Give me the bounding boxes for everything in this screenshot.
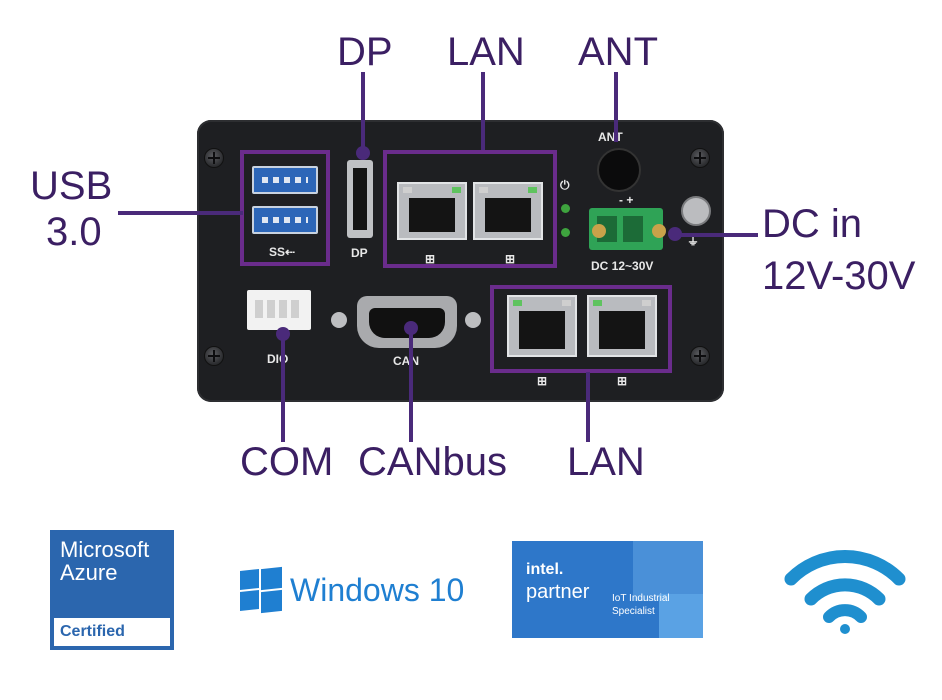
can-screw [331, 312, 347, 328]
screw-icon [690, 148, 710, 168]
status-led [561, 228, 570, 237]
usb-ss-icon: SS⇠ [269, 245, 296, 259]
dc-screw [652, 224, 666, 238]
leader-line-dc [674, 233, 758, 237]
leader-line-usb [118, 211, 243, 215]
leader-line-dp [361, 72, 365, 152]
usb-highlight [240, 150, 330, 266]
callout-canbus: CANbus [358, 440, 507, 484]
screw-icon [690, 346, 710, 366]
screw-icon [204, 148, 224, 168]
leader-line-com [281, 332, 285, 442]
callout-ant: ANT [578, 30, 658, 74]
ground-icon: ⏚ [687, 234, 700, 248]
lan-port [507, 295, 577, 357]
status-led [561, 204, 570, 213]
leader-dot-dp [356, 146, 370, 160]
leader-dot-com [276, 327, 290, 341]
callout-dp: DP [337, 30, 393, 74]
dc-screw [592, 224, 606, 238]
intel-spec-line2: Specialist [612, 606, 655, 617]
usb-port [252, 206, 318, 234]
intel-partner-logo: intel. partner IoT Industrial Specialist [512, 541, 703, 638]
dp-port-label: DP [351, 246, 368, 260]
callout-usb-line1: USB [30, 164, 113, 208]
power-icon: ⏻ [560, 178, 570, 192]
dc-port-label: DC 12~30V [591, 259, 654, 273]
dc-polarity-label: - + [619, 193, 634, 207]
can-screw [465, 312, 481, 328]
leader-line-lan-top [481, 72, 485, 150]
callout-dc-line1: DC in [762, 202, 863, 246]
lan-port [397, 182, 467, 240]
ant-port-label: ANT [598, 130, 623, 144]
lan-icon: ⊞ [425, 252, 436, 266]
displayport-port [347, 160, 373, 238]
intel-brand-text: intel. [526, 561, 564, 578]
leader-line-canbus [409, 326, 413, 442]
dio-connector [247, 290, 311, 330]
lan-port [473, 182, 543, 240]
intel-spec-line1: IoT Industrial [612, 593, 670, 604]
intel-partner-text: partner [526, 581, 590, 603]
dio-port-label: DIO [267, 352, 289, 366]
leader-dot-canbus [404, 321, 418, 335]
lan-icon: ⊞ [505, 252, 516, 266]
lan-bottom-highlight [490, 285, 672, 373]
callout-lan-top: LAN [447, 30, 525, 74]
lan-icon: ⊞ [617, 374, 628, 388]
usb-port [252, 166, 318, 194]
callout-dc-line2: 12V-30V [762, 254, 916, 298]
ground-screw [681, 196, 711, 226]
lan-port [587, 295, 657, 357]
callout-lan-bottom: LAN [567, 440, 645, 484]
wifi-icon [784, 550, 906, 634]
leader-line-lan-bottom [586, 372, 590, 442]
callout-usb-line2: 3.0 [46, 210, 102, 254]
lan-icon: ⊞ [537, 374, 548, 388]
screw-icon [204, 346, 224, 366]
antenna-connector [597, 148, 641, 192]
device-front-panel: SS⇠ DP ⊞ ⊞ ⏻ ANT - + ⏚ DC 12~30V DIO CAN [197, 120, 724, 402]
leader-line-ant [614, 72, 618, 142]
azure-certified-label: Certified [54, 618, 170, 646]
windows-10-text: Windows 10 [290, 572, 465, 608]
windows-10-logo: Windows 10 [240, 566, 464, 616]
callout-com: COM [240, 440, 334, 484]
leader-dot-dc [668, 227, 682, 241]
lan-top-highlight [383, 150, 557, 268]
can-port-label: CAN [393, 354, 419, 368]
